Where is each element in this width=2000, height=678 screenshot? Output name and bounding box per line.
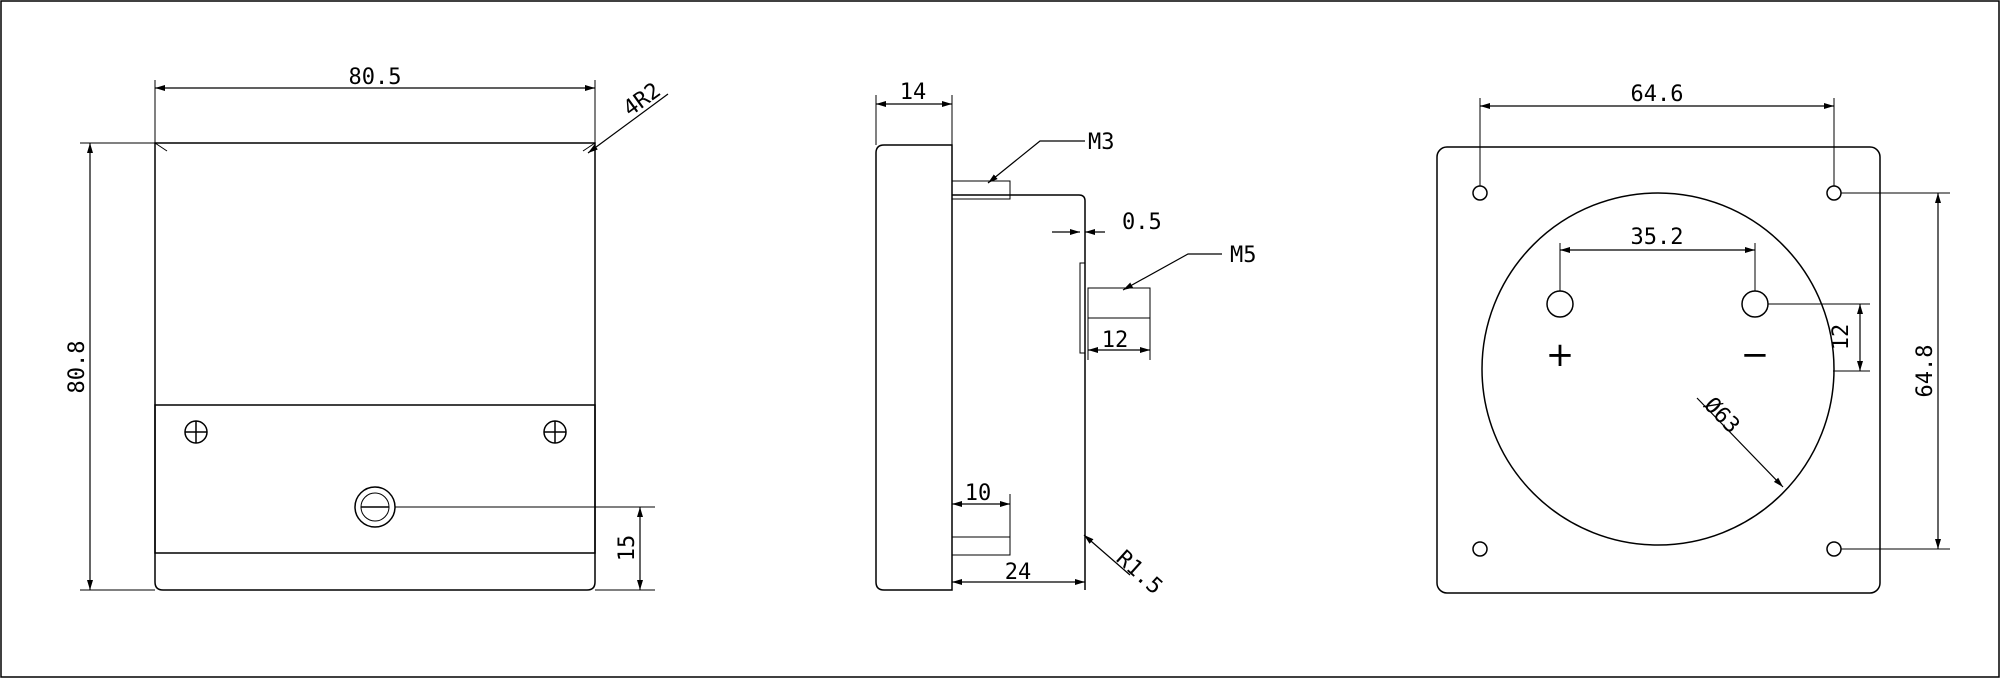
screw-left bbox=[184, 420, 208, 444]
label-m3: M3 bbox=[1088, 130, 1115, 155]
mounting-hole bbox=[1472, 541, 1488, 557]
back-plate bbox=[1436, 146, 1881, 594]
label-hole-x: 64.6 bbox=[1631, 82, 1684, 107]
terminal-positive bbox=[1546, 290, 1574, 318]
back-view: + − 64.6 35.2 12 64.8 Ø63 bbox=[1436, 82, 1950, 594]
label-body: 24 bbox=[1005, 560, 1032, 585]
label-fillet: R1.5 bbox=[1111, 546, 1167, 600]
mounting-hole bbox=[1472, 185, 1488, 201]
leader-fillet bbox=[1083, 534, 1131, 576]
knurled-band bbox=[154, 404, 596, 554]
label-terminal-offset: 12 bbox=[1829, 324, 1854, 351]
corner-mark bbox=[154, 142, 168, 152]
terminal-screw bbox=[1087, 287, 1151, 319]
terminal-negative bbox=[1741, 290, 1769, 318]
front-view: 80.5 4R2 80.8 15 bbox=[65, 65, 669, 591]
side-view: 14 M3 0.5 M5 12 10 24 R1.5 bbox=[875, 80, 1257, 600]
stud-bottom bbox=[951, 536, 1011, 556]
label-adjuster: 15 bbox=[615, 535, 640, 562]
mounting-plate bbox=[1079, 262, 1086, 354]
label-plate: 0.5 bbox=[1122, 210, 1162, 235]
mounting-hole bbox=[1826, 185, 1842, 201]
label-width: 80.5 bbox=[349, 65, 402, 90]
leader-m5 bbox=[1122, 253, 1222, 291]
screw-right bbox=[543, 420, 567, 444]
label-hole-y: 64.8 bbox=[1913, 345, 1938, 398]
label-m5: M5 bbox=[1230, 243, 1257, 268]
leader-m3 bbox=[987, 140, 1085, 184]
side-bezel bbox=[875, 144, 953, 591]
side-body bbox=[952, 194, 1086, 590]
leader-diameter bbox=[1696, 397, 1784, 488]
label-depth: 14 bbox=[900, 80, 927, 105]
leader-corner-radius bbox=[587, 93, 669, 154]
meter-face-outline bbox=[154, 142, 596, 591]
mounting-hole bbox=[1826, 541, 1842, 557]
plus-sign: + bbox=[1546, 335, 1575, 375]
label-height: 80.8 bbox=[65, 341, 90, 394]
label-diameter: Ø63 bbox=[1699, 393, 1745, 439]
label-terminal-spacing: 35.2 bbox=[1631, 225, 1684, 250]
back-housing bbox=[1481, 192, 1835, 546]
label-terminal: 12 bbox=[1102, 328, 1129, 353]
minus-sign: − bbox=[1741, 335, 1770, 375]
label-corner-radius: 4R2 bbox=[619, 78, 666, 122]
zero-adjuster bbox=[354, 486, 396, 528]
stud-top bbox=[951, 180, 1011, 200]
label-stud: 10 bbox=[965, 481, 992, 506]
